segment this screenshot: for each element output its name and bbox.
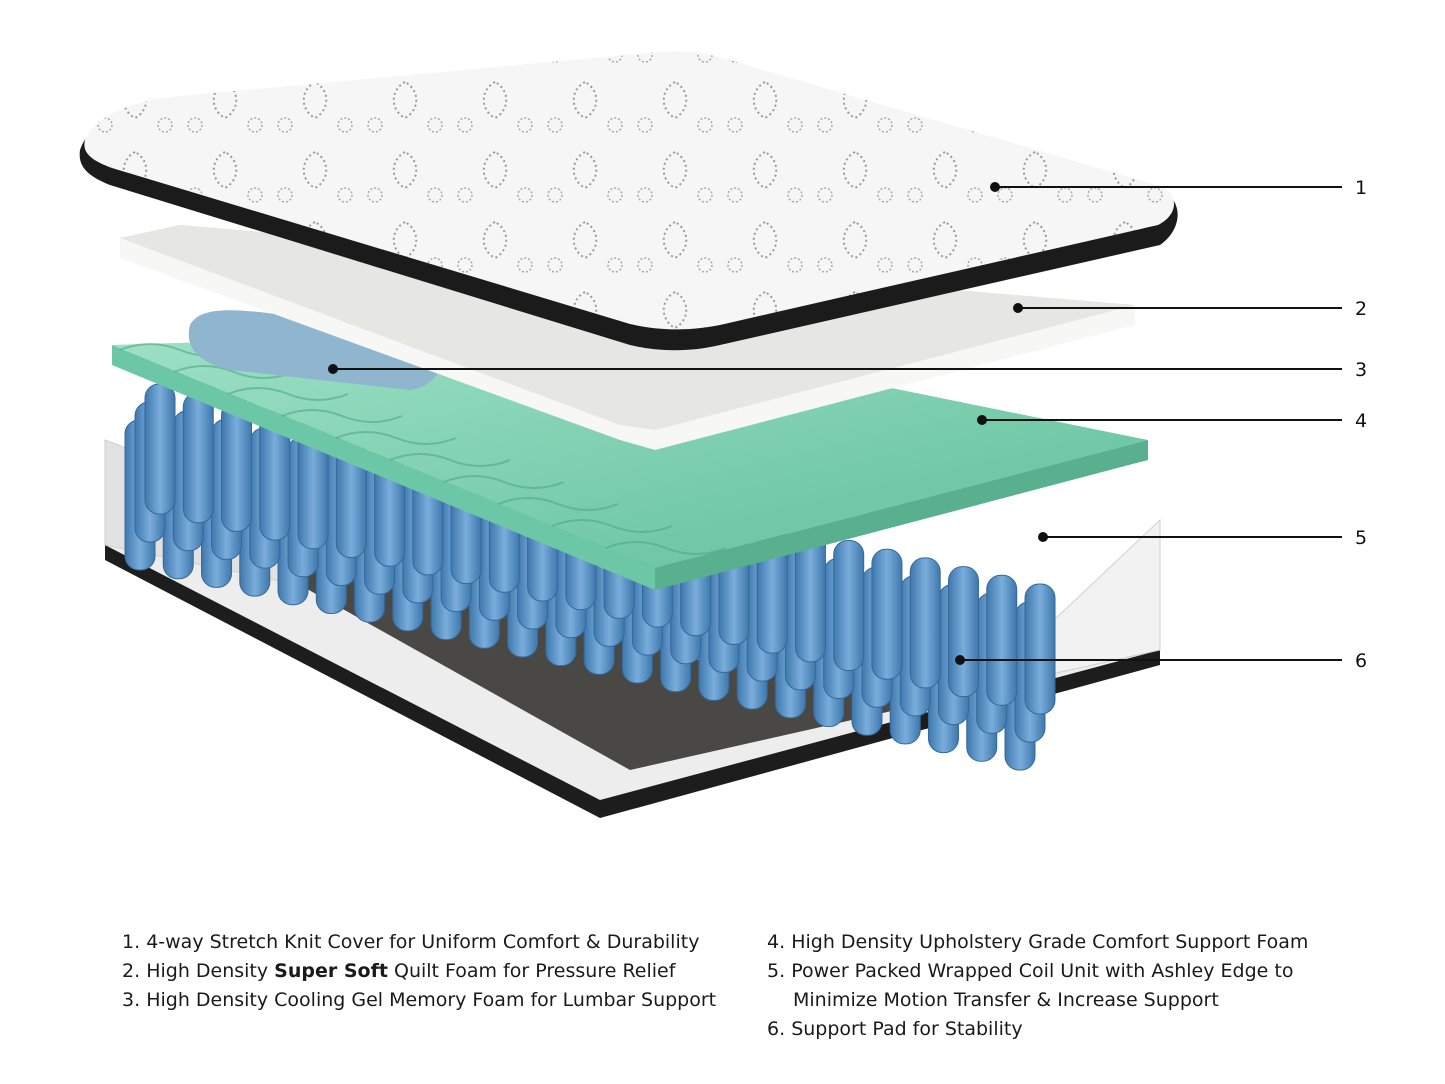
- legend-bold-text: Super Soft: [274, 960, 388, 982]
- coil: [833, 540, 865, 672]
- legend-text: High Density: [146, 960, 275, 982]
- legend-number: 3.: [122, 989, 141, 1011]
- legend-item-4: 4. High Density Upholstery Grade Comfort…: [767, 928, 1308, 957]
- legend-text: Support Pad for Stability: [791, 1018, 1023, 1040]
- callout-number: 4: [1355, 410, 1367, 432]
- coil: [871, 548, 903, 680]
- coil: [144, 383, 176, 515]
- legend-item-5: 5. Power Packed Wrapped Coil Unit with A…: [767, 957, 1308, 986]
- legend-text: 4-way Stretch Knit Cover for Uniform Com…: [146, 931, 700, 953]
- leader-dot: [1013, 303, 1023, 313]
- coil: [1024, 583, 1056, 715]
- leader-dot: [977, 415, 987, 425]
- coil: [909, 557, 941, 689]
- legend-right-column: 4. High Density Upholstery Grade Comfort…: [767, 928, 1308, 1044]
- legend-number: 5.: [767, 960, 786, 982]
- callout-number: 1: [1355, 177, 1367, 199]
- callout-number: 2: [1355, 298, 1367, 320]
- legend-item-1: 1. 4-way Stretch Knit Cover for Uniform …: [122, 928, 716, 957]
- legend-item-3: 3. High Density Cooling Gel Memory Foam …: [122, 986, 716, 1015]
- cooling-gel-memory-foam: [188, 310, 441, 390]
- legend-text: High Density Upholstery Grade Comfort Su…: [791, 931, 1309, 953]
- legend-number: 6.: [767, 1018, 786, 1040]
- legend-number: 1.: [122, 931, 141, 953]
- mattress-layers-diagram: 1 2 3 4 5 6: [79, 51, 1367, 818]
- leader-dot: [1038, 532, 1048, 542]
- callout-leaders: 1 2 3 4 5 6: [328, 177, 1367, 672]
- leader-dot: [955, 655, 965, 665]
- leader-dot: [990, 182, 1000, 192]
- legend-number: 2.: [122, 960, 141, 982]
- leader-dot: [328, 364, 338, 374]
- coil: [986, 574, 1018, 706]
- knit-cover: [79, 51, 1178, 351]
- callout-number: 6: [1355, 650, 1367, 672]
- callout-number: 5: [1355, 527, 1367, 549]
- legend-item-2: 2. High Density Super Soft Quilt Foam fo…: [122, 957, 716, 986]
- legend-left-column: 1. 4-way Stretch Knit Cover for Uniform …: [122, 928, 716, 1015]
- legend-item-5-continued: Minimize Motion Transfer & Increase Supp…: [793, 989, 1219, 1011]
- callout-number: 3: [1355, 359, 1367, 381]
- coil: [182, 392, 214, 524]
- legend-number: 4.: [767, 931, 786, 953]
- legend-text-post: Quilt Foam for Pressure Relief: [387, 960, 676, 982]
- legend-text: Power Packed Wrapped Coil Unit with Ashl…: [791, 960, 1294, 982]
- coil: [947, 566, 979, 698]
- legend-text: High Density Cooling Gel Memory Foam for…: [146, 989, 717, 1011]
- legend-item-6: 6. Support Pad for Stability: [767, 1015, 1308, 1044]
- comfort-support-foam: [112, 330, 1148, 590]
